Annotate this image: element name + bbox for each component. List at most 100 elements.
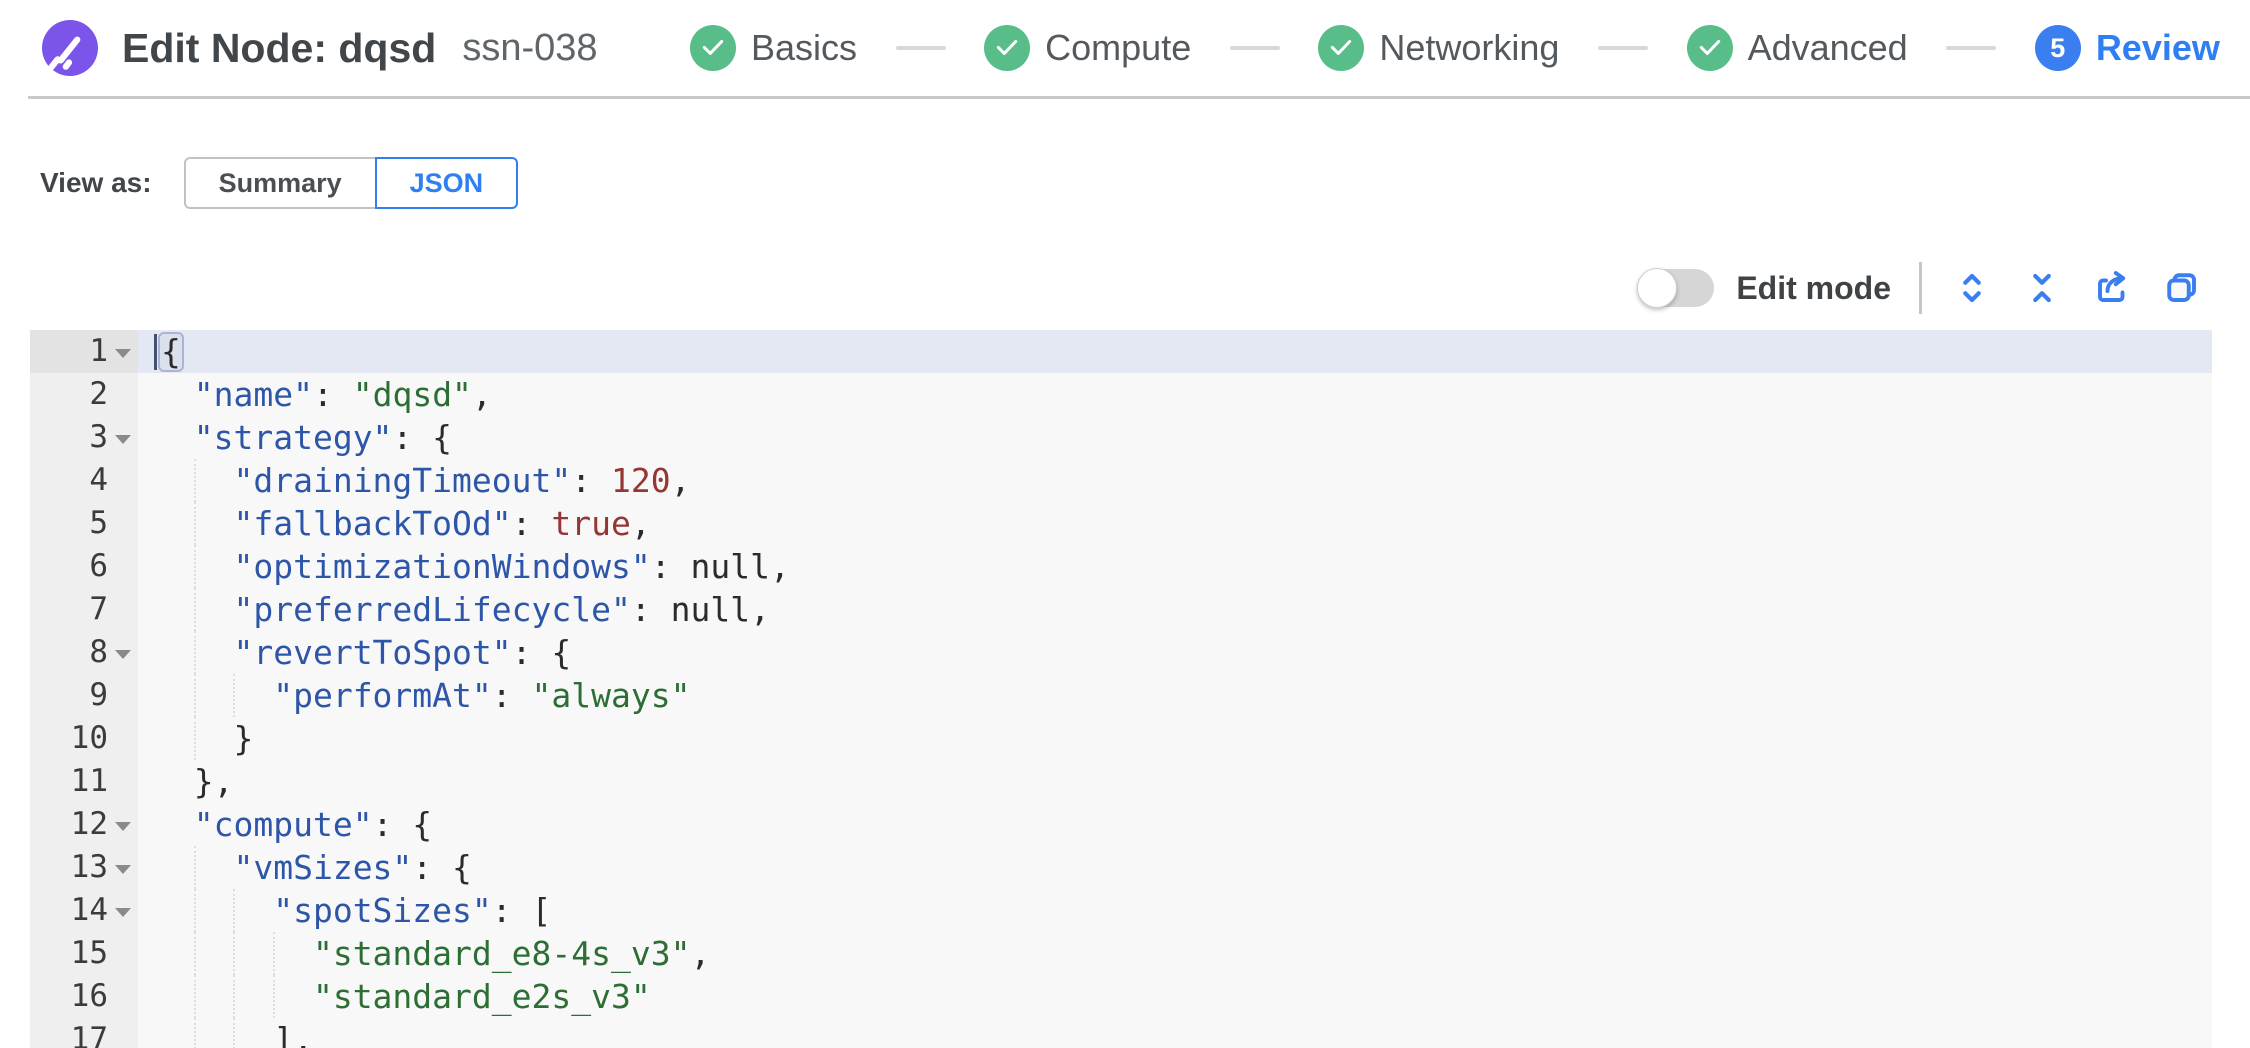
code-text[interactable]: "performAt": "always" — [138, 674, 2212, 717]
toolbar-icon-buttons — [1944, 260, 2210, 316]
step-review[interactable]: 5 Review — [2034, 25, 2220, 71]
matched-bracket: { — [158, 332, 184, 372]
code-line[interactable]: 3 "strategy": { — [30, 416, 2212, 459]
line-number: 9 — [30, 674, 138, 717]
code-text[interactable]: }, — [193, 762, 234, 801]
code-line[interactable]: 17 ], — [30, 1018, 2212, 1048]
line-number: 5 — [30, 502, 138, 545]
code-line[interactable]: 16 "standard_e2s_v3" — [30, 975, 2212, 1018]
expand-all-button[interactable] — [1944, 260, 2000, 316]
step-advanced[interactable]: Advanced — [1686, 25, 1908, 71]
indent-guide — [233, 674, 236, 717]
code-line[interactable]: 8 "revertToSpot": { — [30, 631, 2212, 674]
header-divider — [28, 96, 2250, 99]
view-as-toggle-group: Summary JSON — [183, 157, 519, 209]
code-line[interactable]: 5 "fallbackToOd": true, — [30, 502, 2212, 545]
code-line[interactable]: 10 } — [30, 717, 2212, 760]
fold-toggle-icon[interactable] — [115, 650, 131, 659]
code-line[interactable]: 6 "optimizationWindows": null, — [30, 545, 2212, 588]
indent-guide — [193, 631, 196, 674]
indent-guide — [193, 588, 196, 631]
line-number: 8 — [30, 631, 138, 674]
view-as-summary-button[interactable]: Summary — [183, 157, 377, 209]
code-line[interactable]: 12 "compute": { — [30, 803, 2212, 846]
fold-toggle-icon[interactable] — [115, 865, 131, 874]
line-number: 16 — [30, 975, 138, 1018]
code-line[interactable]: 2 "name": "dqsd", — [30, 373, 2212, 416]
indent-guide — [233, 1018, 236, 1048]
code-line[interactable]: 9 "performAt": "always" — [30, 674, 2212, 717]
code-line[interactable]: 13 "vmSizes": { — [30, 846, 2212, 889]
check-icon — [690, 25, 736, 71]
code-text[interactable]: "revertToSpot": { — [138, 631, 2212, 674]
step-label: Basics — [751, 27, 858, 68]
step-basics[interactable]: Basics — [690, 25, 857, 71]
code-text[interactable]: } — [138, 717, 2212, 760]
code-line[interactable]: 7 "preferredLifecycle": null, — [30, 588, 2212, 631]
fold-toggle-icon[interactable] — [115, 349, 131, 358]
fold-toggle-icon[interactable] — [115, 435, 131, 444]
code-text[interactable]: "drainingTimeout": 120, — [138, 459, 2212, 502]
check-icon — [1686, 25, 1733, 71]
copy-button[interactable] — [2154, 260, 2210, 316]
json-toolbar: Edit mode — [1637, 258, 2210, 318]
indent-guide — [193, 932, 196, 975]
text-cursor — [154, 334, 157, 370]
copy-icon — [2164, 270, 2200, 306]
export-button[interactable] — [2084, 260, 2140, 316]
export-icon — [2094, 270, 2130, 306]
code-line[interactable]: 1{ — [30, 330, 2212, 373]
code-text[interactable]: "fallbackToOd": true, — [138, 502, 2212, 545]
collapse-all-icon — [2024, 270, 2060, 306]
wizard-header: Edit Node: dqsd ssn-038 Basics Compute Net… — [0, 0, 2250, 96]
node-id-subtitle: ssn-038 — [462, 26, 598, 69]
line-number: 13 — [30, 846, 138, 889]
line-number: 2 — [30, 373, 138, 416]
indent-guide — [193, 502, 196, 545]
indent-guide — [273, 932, 276, 975]
code-line[interactable]: 4 "drainingTimeout": 120, — [30, 459, 2212, 502]
code-text[interactable]: "optimizationWindows": null, — [138, 545, 2212, 588]
json-editor[interactable]: 1{2 "name": "dqsd",3 "strategy": {4 "dra… — [30, 330, 2212, 1048]
fold-toggle-icon[interactable] — [115, 822, 131, 831]
code-text[interactable]: "standard_e8-4s_v3", — [138, 932, 2212, 975]
step-networking[interactable]: Networking — [1318, 25, 1559, 71]
view-as-row: View as: Summary JSON — [40, 157, 519, 209]
step-connector — [1229, 46, 1280, 50]
code-line[interactable]: 11 }, — [30, 760, 2212, 803]
indent-guide — [233, 889, 236, 932]
code-text[interactable]: "spotSizes": [ — [138, 889, 2212, 932]
toggle-knob — [1637, 268, 1678, 308]
code-text[interactable]: "compute": { — [193, 805, 433, 844]
code-text[interactable]: ], — [138, 1018, 2212, 1048]
step-label: Review — [2095, 27, 2220, 68]
collapse-all-button[interactable] — [2014, 260, 2070, 316]
code-text[interactable]: "name": "dqsd", — [193, 375, 492, 414]
code-text[interactable]: "preferredLifecycle": null, — [138, 588, 2212, 631]
check-icon — [984, 25, 1031, 71]
code-text[interactable]: { — [138, 330, 2212, 373]
page-title: Edit Node: dqsd — [122, 24, 437, 71]
edit-mode-toggle[interactable] — [1637, 268, 1715, 308]
step-connector — [895, 46, 946, 50]
step-connector — [1598, 46, 1648, 50]
indent-guide — [193, 975, 196, 1018]
line-number: 4 — [30, 459, 138, 502]
step-compute[interactable]: Compute — [984, 25, 1191, 71]
indent-guide — [193, 674, 196, 717]
code-text[interactable]: "vmSizes": { — [138, 846, 2212, 889]
code-text[interactable]: "strategy": { — [193, 418, 453, 457]
expand-all-icon — [1954, 270, 1990, 306]
line-number: 7 — [30, 588, 138, 631]
code-line[interactable]: 15 "standard_e8-4s_v3", — [30, 932, 2212, 975]
indent-guide — [193, 459, 196, 502]
code-text[interactable]: "standard_e2s_v3" — [138, 975, 2212, 1018]
view-as-json-button[interactable]: JSON — [374, 157, 519, 209]
line-number: 12 — [30, 803, 138, 846]
indent-guide — [233, 975, 236, 1018]
code-line[interactable]: 14 "spotSizes": [ — [30, 889, 2212, 932]
wizard-stepper: Basics Compute Networking Advanced 5 Review — [690, 0, 2220, 96]
fold-toggle-icon[interactable] — [115, 908, 131, 917]
step-number-badge: 5 — [2034, 25, 2081, 71]
view-as-label: View as: — [40, 167, 152, 198]
